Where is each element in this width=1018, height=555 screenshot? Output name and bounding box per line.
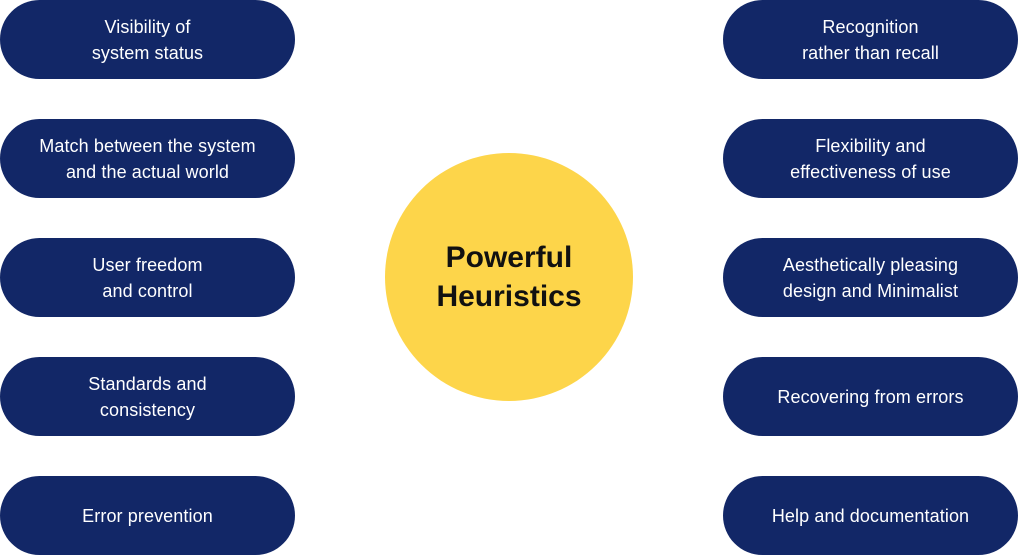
center-circle: Powerful Heuristics bbox=[385, 153, 633, 401]
heuristic-standards-consistency: Standards and consistency bbox=[0, 357, 295, 436]
heuristic-visibility-of-system-status: Visibility of system status bbox=[0, 0, 295, 79]
heuristic-help-documentation: Help and documentation bbox=[723, 476, 1018, 555]
heuristic-label: Error prevention bbox=[82, 505, 213, 526]
heuristic-user-freedom-control: User freedom and control bbox=[0, 238, 295, 317]
heuristic-label: User freedom and control bbox=[92, 254, 203, 301]
heuristic-match-system-real-world: Match between the system and the actual … bbox=[0, 119, 295, 198]
heuristic-label: Standards and consistency bbox=[88, 373, 207, 420]
heuristic-label: Help and documentation bbox=[771, 505, 970, 526]
heuristic-label: Aesthetically pleasing design and Minima… bbox=[782, 254, 959, 301]
heuristic-error-prevention: Error prevention bbox=[0, 476, 295, 555]
heuristic-label: Visibility of system status bbox=[91, 16, 204, 63]
heuristic-flexibility-effectiveness: Flexibility and effectiveness of use bbox=[723, 119, 1018, 198]
heuristic-aesthetic-minimalist-design: Aesthetically pleasing design and Minima… bbox=[723, 238, 1018, 317]
heuristic-recovering-from-errors: Recovering from errors bbox=[723, 357, 1018, 436]
heuristic-label: Recovering from errors bbox=[777, 386, 964, 407]
center-title: Powerful Heuristics bbox=[436, 241, 582, 313]
heuristic-recognition-rather-than-recall: Recognition rather than recall bbox=[723, 0, 1018, 79]
heuristic-label: Recognition rather than recall bbox=[802, 16, 939, 63]
heuristic-label: Match between the system and the actual … bbox=[39, 135, 256, 182]
heuristic-label: Flexibility and effectiveness of use bbox=[790, 135, 951, 182]
